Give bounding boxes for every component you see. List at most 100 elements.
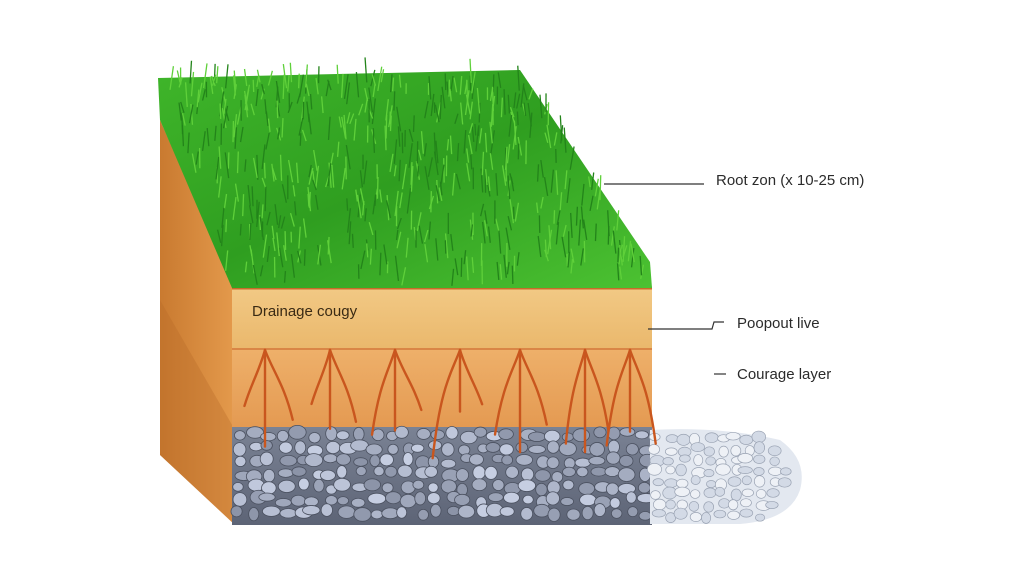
- grass-blade: [178, 102, 182, 121]
- grass-blade: [282, 63, 288, 89]
- grass-blade: [416, 212, 422, 232]
- grass-blade: [223, 193, 228, 209]
- grass-blade: [424, 166, 430, 190]
- grass-blade: [512, 126, 517, 150]
- grass-blade: [486, 182, 491, 197]
- grass-blade: [424, 100, 429, 119]
- grass-blade: [280, 216, 286, 229]
- grass-blade: [517, 136, 523, 156]
- grass-blade: [511, 265, 514, 284]
- gravel-stone: [515, 454, 533, 466]
- drainage-layer-label: Drainage cougy: [252, 303, 358, 320]
- gravel-stone: [365, 443, 383, 456]
- grass-blade: [274, 204, 279, 225]
- grass-blade: [290, 254, 296, 278]
- grass-blade: [484, 169, 488, 186]
- grass-blade: [417, 149, 422, 161]
- grass-blade: [271, 167, 277, 181]
- grass-blade: [507, 94, 511, 114]
- pile-stone: [706, 480, 717, 488]
- pile-stone: [766, 488, 780, 498]
- grass-blade: [496, 261, 500, 281]
- grass-blade: [527, 102, 532, 127]
- grass-blade: [564, 170, 568, 190]
- grass-blade: [292, 185, 296, 197]
- grass-blade: [211, 74, 217, 86]
- grass-blade: [396, 106, 402, 132]
- grass-blade: [232, 196, 237, 220]
- gravel-stone: [274, 498, 292, 508]
- grass-blade: [528, 88, 534, 100]
- gravel-stone: [574, 457, 591, 468]
- gravel-stone: [609, 497, 621, 509]
- grass-blade: [369, 248, 372, 265]
- grass-blade: [255, 88, 259, 107]
- grass-blade: [450, 234, 454, 251]
- grass-blade: [553, 132, 558, 146]
- gravel-stone: [505, 465, 519, 479]
- grass-blade: [446, 81, 449, 96]
- root-strand: [628, 348, 657, 445]
- gravel-stone: [323, 453, 338, 464]
- grass-blade: [298, 118, 304, 136]
- grass-blade: [393, 165, 397, 177]
- grass-blade: [395, 229, 399, 241]
- grass-blade: [247, 184, 251, 206]
- grass-blade: [277, 215, 282, 229]
- grass-blade: [471, 126, 475, 143]
- grass-blade: [261, 204, 264, 219]
- pile-stone: [725, 432, 741, 441]
- gravel-stone: [558, 441, 577, 457]
- gravel-stone: [499, 443, 514, 456]
- grass-blade: [398, 74, 402, 88]
- gravel-stone: [546, 456, 560, 469]
- gravel-stone: [430, 429, 445, 440]
- grass-blade: [456, 143, 460, 162]
- block-side-face: [160, 120, 235, 525]
- grass-blade: [328, 162, 332, 188]
- gravel-stone: [562, 466, 576, 478]
- grass-blade: [543, 177, 549, 197]
- grass-blade: [418, 225, 424, 244]
- gravel-stone: [547, 507, 561, 522]
- grass-blade: [475, 126, 480, 152]
- grass-blade: [514, 202, 520, 222]
- gravel-stone: [487, 492, 504, 502]
- pile-stone: [777, 477, 792, 488]
- grass-blade: [562, 224, 567, 237]
- grass-blade: [343, 74, 349, 99]
- pile-stone: [753, 475, 766, 488]
- grass-blade: [220, 224, 224, 247]
- gravel-stone: [353, 426, 365, 442]
- grass-blade: [594, 178, 599, 197]
- grass-blade: [266, 245, 270, 263]
- gravel-stone: [396, 506, 408, 519]
- grass-blade: [234, 183, 239, 202]
- gravel-stone: [402, 452, 414, 466]
- grass-blade: [555, 170, 559, 195]
- grass-blades: [169, 57, 645, 286]
- grass-blade: [278, 247, 284, 268]
- grass-blade: [385, 200, 392, 219]
- gravel-stone: [606, 451, 621, 465]
- grass-blade: [346, 112, 351, 124]
- grass-blade: [215, 156, 220, 180]
- gravel-stone: [533, 503, 551, 518]
- grass-blade: [640, 264, 645, 280]
- grass-blade: [471, 257, 475, 273]
- grass-blade: [466, 163, 471, 182]
- gravel-stone: [430, 503, 442, 518]
- grass-blade: [469, 101, 473, 120]
- grass-blade: [396, 231, 402, 249]
- grass-blade: [380, 69, 385, 83]
- pile-stone: [676, 433, 691, 446]
- grass-blade: [315, 165, 320, 189]
- grass-blade: [471, 71, 476, 94]
- grass-blade: [495, 173, 499, 196]
- grass-blade: [630, 247, 635, 268]
- gravel-stone: [381, 482, 394, 494]
- grass-blade: [470, 154, 473, 170]
- grass-blade: [224, 64, 229, 89]
- pile-stone: [664, 478, 678, 488]
- grass-blade: [349, 113, 355, 125]
